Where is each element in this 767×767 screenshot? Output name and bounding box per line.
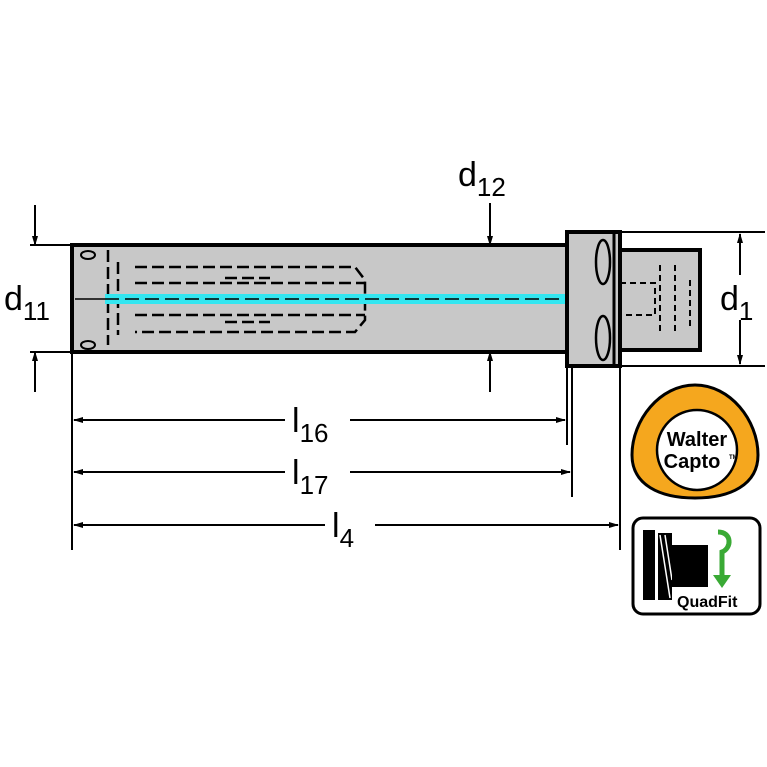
svg-text:Capto: Capto	[664, 451, 721, 473]
coolant-channel	[105, 294, 595, 304]
svg-text:l17: l17	[292, 454, 328, 500]
dimension-d11: d11	[4, 205, 50, 392]
svg-text:QuadFit: QuadFit	[677, 594, 738, 611]
svg-text:d11: d11	[4, 280, 50, 326]
svg-text:l16: l16	[292, 402, 328, 448]
quadfit-badge: QuadFit	[631, 516, 762, 616]
extension-lines	[71, 352, 621, 550]
svg-text:TM: TM	[729, 455, 738, 461]
dimension-l17: l17	[73, 454, 571, 500]
walter-capto-logo: Walter Capto TM	[630, 383, 760, 500]
svg-text:Walter: Walter	[667, 429, 728, 451]
dimension-d1: d1	[720, 233, 753, 365]
svg-text:d1: d1	[720, 280, 753, 326]
svg-text:l4: l4	[332, 507, 354, 553]
dimension-d12: d12	[458, 156, 506, 392]
capto-flange	[565, 230, 765, 368]
svg-text:d12: d12	[458, 156, 506, 202]
dimension-l4: l4	[73, 507, 619, 553]
dimension-l16: l16	[73, 402, 566, 448]
